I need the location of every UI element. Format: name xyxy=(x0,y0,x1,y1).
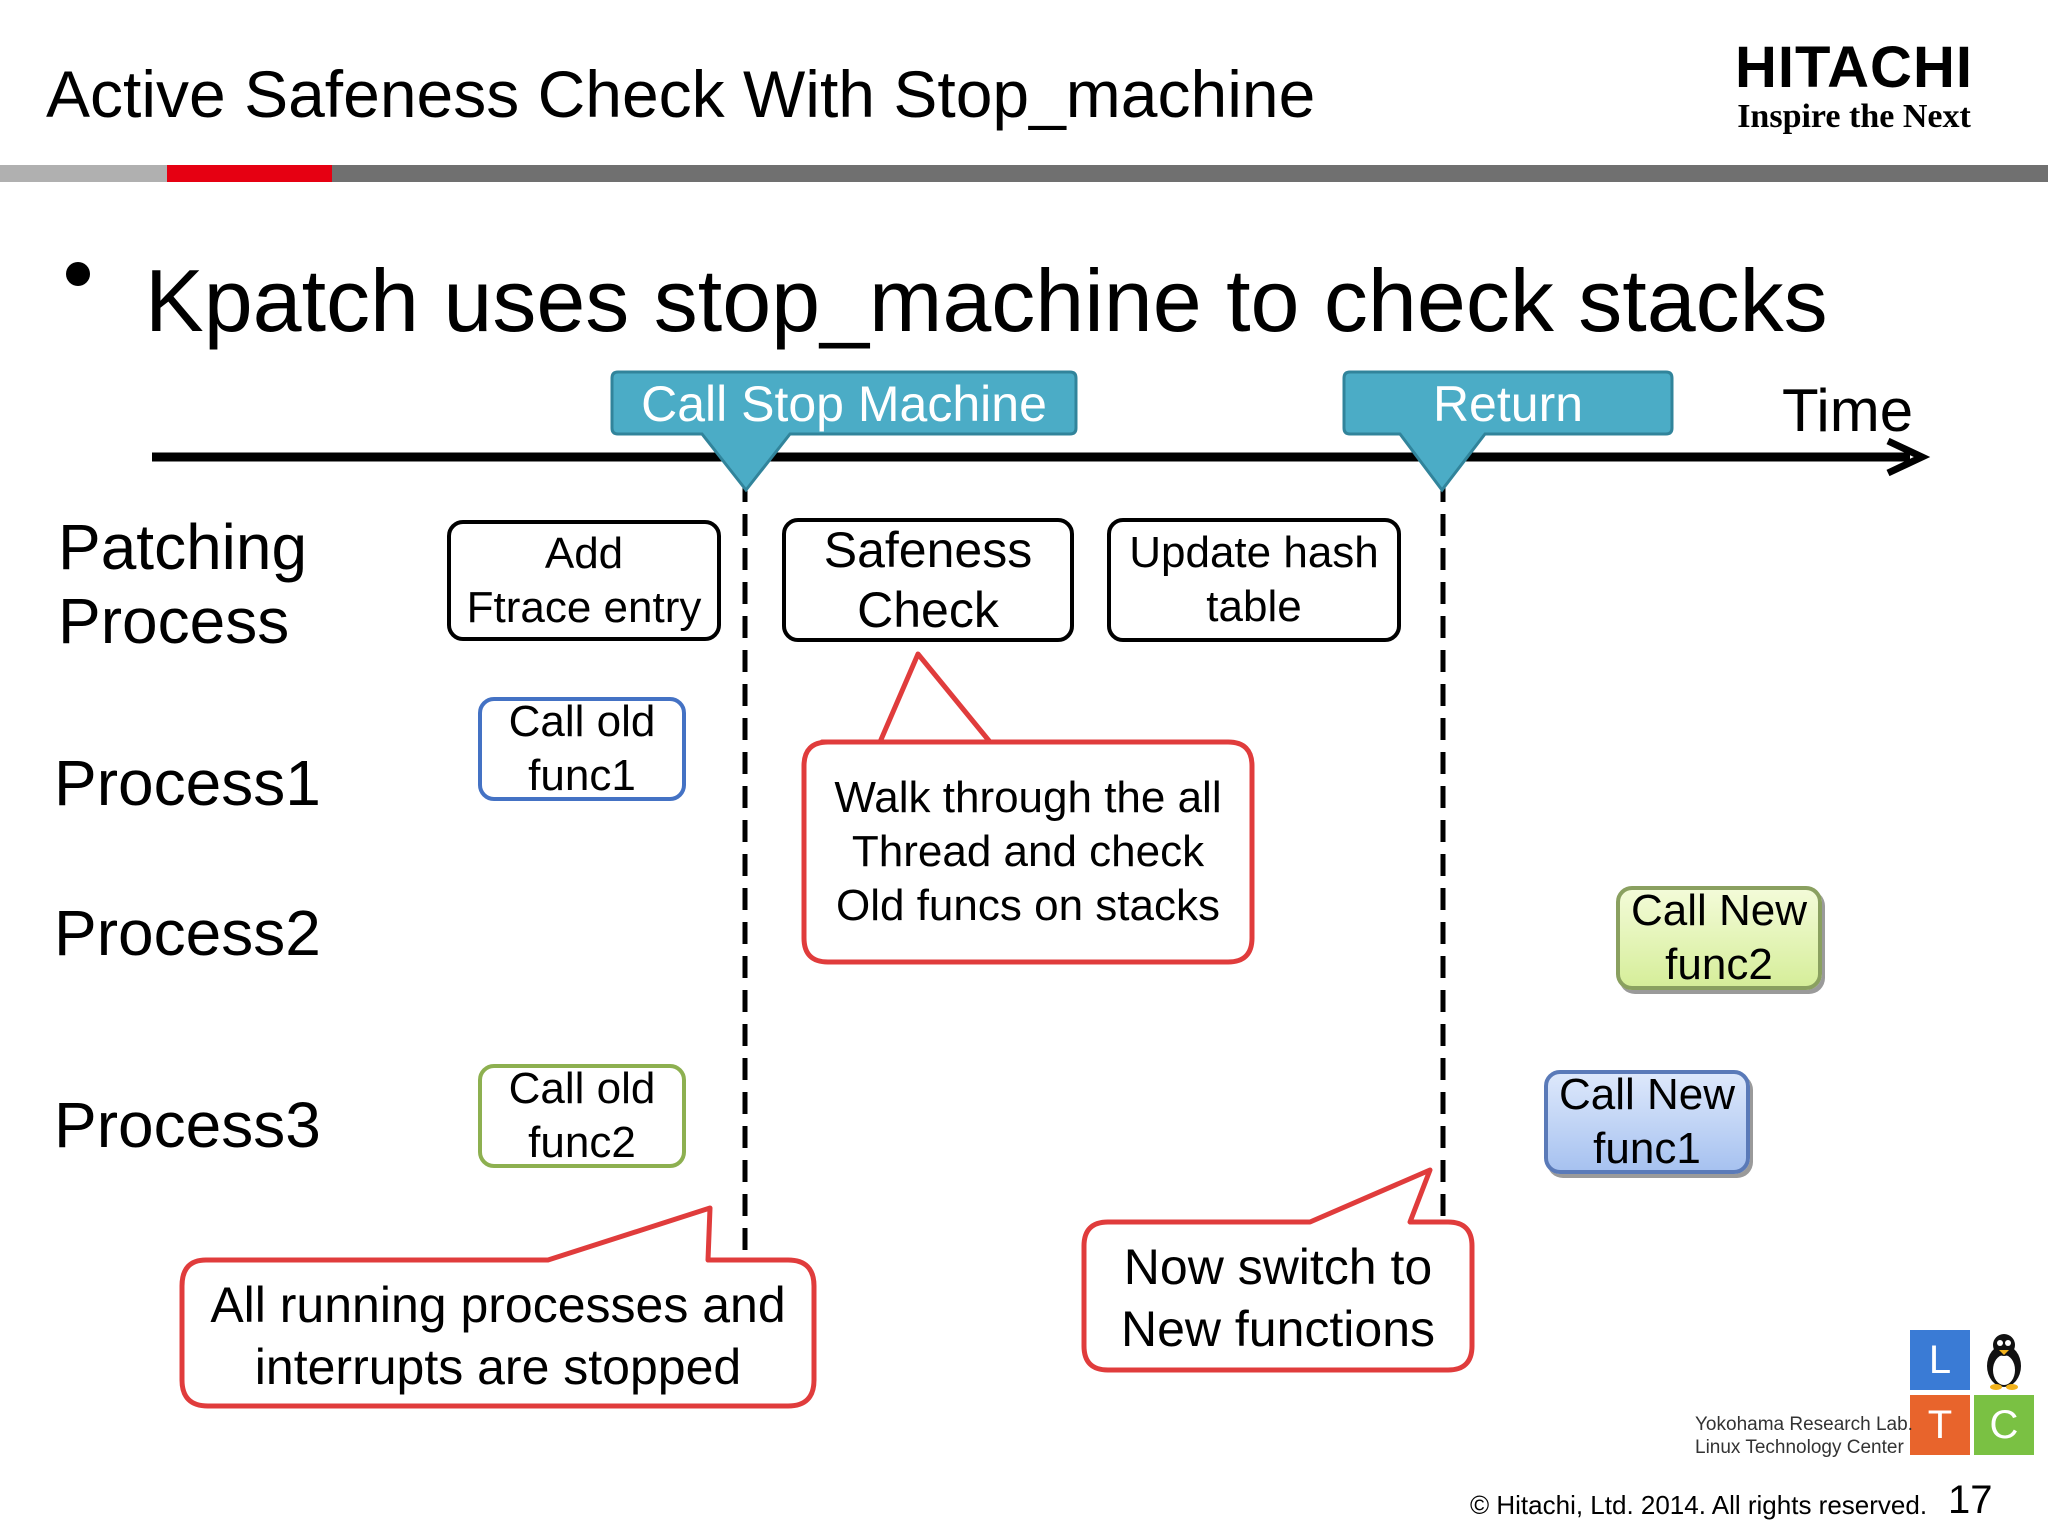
bullet-dot xyxy=(66,262,90,286)
brand-name: HITACHI xyxy=(1735,35,1973,100)
row-label-patching: Patching Process xyxy=(58,511,308,657)
walk-callout-shape xyxy=(801,651,1255,965)
page-number: 17 xyxy=(1948,1478,1993,1522)
header-divider-accent xyxy=(167,165,332,182)
call-stop-marker xyxy=(610,370,1078,493)
hitachi-logo: HITACHI Inspire the Next xyxy=(1694,38,2014,136)
header-divider xyxy=(0,165,2048,182)
ltc-letter-t: T xyxy=(1910,1395,1970,1455)
ltc-logo: L T C xyxy=(1910,1330,2034,1460)
bullet-text: Kpatch uses stop_machine to check stacks xyxy=(145,251,1828,350)
stopped-callout-shape xyxy=(179,1205,817,1409)
ltc-letter-l: L xyxy=(1910,1330,1970,1390)
time-axis-label: Time xyxy=(1782,377,1914,444)
timeline-arrow-head xyxy=(1886,437,1931,477)
return-marker-label: Return xyxy=(1432,376,1584,432)
row-label-process2: Process2 xyxy=(54,897,321,969)
stopped-callout-text: All running processes and interrupts are… xyxy=(210,1277,786,1395)
return-marker xyxy=(1342,370,1674,493)
copyright-notice: © Hitachi, Ltd. 2014. All rights reserve… xyxy=(1470,1490,1928,1520)
header-divider-light xyxy=(0,165,167,182)
call-stop-marker-label: Call Stop Machine xyxy=(641,376,1047,432)
ltc-letter-c: C xyxy=(1974,1395,2034,1455)
row-label-process3: Process3 xyxy=(54,1089,321,1161)
row-label-process1: Process1 xyxy=(54,747,321,819)
penguin-icon xyxy=(1974,1330,2034,1390)
footer-lab-name: Yokohama Research Lab. Linux Technology … xyxy=(1695,1414,1913,1458)
switch-callout-shape xyxy=(1081,1167,1475,1373)
switch-callout-text: Now switch to New functions xyxy=(1120,1239,1436,1357)
walk-callout-text: Walk through the all Thread and check Ol… xyxy=(834,773,1222,930)
brand-tagline: Inspire the Next xyxy=(1737,98,1971,135)
slide-title: Active Safeness Check With Stop_machine xyxy=(46,57,1316,131)
